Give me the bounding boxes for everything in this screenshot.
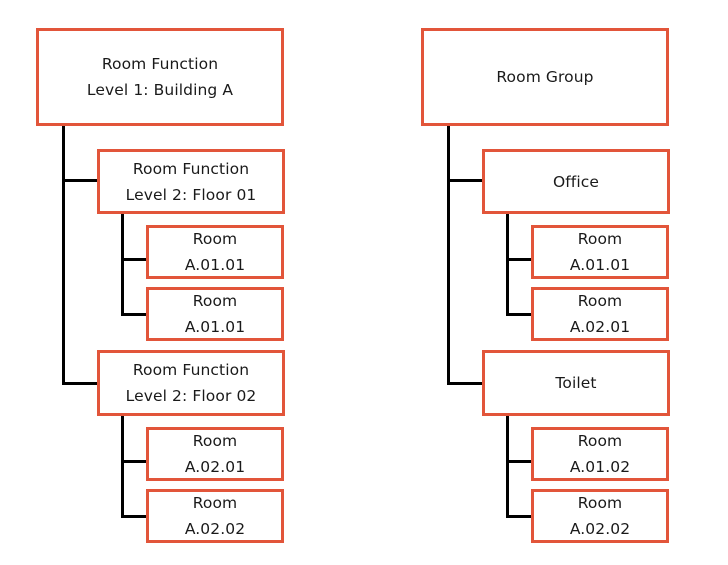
connector-stub-room-a0101-b — [121, 313, 149, 316]
connector-stub-room-a0202 — [121, 515, 149, 518]
connector-stub-toilet — [447, 382, 483, 385]
node-room-a-02-02[interactable]: Room A.02.02 — [146, 489, 284, 543]
node-label: Room Function Level 2: Floor 02 — [125, 361, 257, 405]
node-office-room-a-02-01[interactable]: Room A.02.01 — [531, 287, 669, 341]
node-room-a-02-01[interactable]: Room A.02.01 — [146, 427, 284, 481]
node-label: Room A.02.01 — [184, 432, 246, 476]
node-office[interactable]: Office — [482, 149, 670, 214]
node-label: Toilet — [555, 374, 597, 392]
connector-stub-room-a0201-office — [506, 313, 534, 316]
node-room-group[interactable]: Room Group — [421, 28, 669, 126]
connector-branch-office — [506, 214, 509, 316]
node-toilet[interactable]: Toilet — [482, 350, 670, 416]
node-label: Room A.02.02 — [184, 494, 246, 538]
node-label: Room A.02.01 — [569, 292, 631, 336]
connector-branch-floor-02 — [121, 416, 124, 518]
node-label: Room Function Level 1: Building A — [86, 55, 234, 99]
node-label: Office — [552, 172, 600, 191]
node-room-function-level-1[interactable]: Room Function Level 1: Building A — [36, 28, 284, 126]
connector-stub-floor-01 — [62, 179, 98, 182]
node-room-a-01-01-b[interactable]: Room A.01.01 — [146, 287, 284, 341]
node-label: Room Function Level 2: Floor 01 — [125, 159, 257, 204]
node-room-function-level-2-floor-01[interactable]: Room Function Level 2: Floor 01 — [97, 149, 285, 214]
node-label: Room A.01.01 — [184, 292, 246, 336]
connector-trunk-left — [62, 126, 65, 385]
connector-stub-office — [447, 179, 483, 182]
connector-stub-room-a0102-toilet — [506, 460, 534, 463]
node-room-a-01-01-a[interactable]: Room A.01.01 — [146, 225, 284, 279]
node-label: Room A.02.02 — [569, 494, 631, 538]
node-room-function-level-2-floor-02[interactable]: Room Function Level 2: Floor 02 — [97, 350, 285, 416]
connector-stub-room-a0202-toilet — [506, 515, 534, 518]
connector-stub-room-a0201 — [121, 460, 149, 463]
connector-trunk-right — [447, 126, 450, 385]
node-label: Room A.01.01 — [569, 230, 631, 274]
connector-stub-floor-02 — [62, 382, 98, 385]
connector-stub-room-a0101-office — [506, 258, 534, 261]
node-office-room-a-01-01[interactable]: Room A.01.01 — [531, 225, 669, 279]
node-label: Room Group — [496, 68, 594, 86]
node-label: Room A.01.01 — [184, 230, 246, 274]
node-label: Room A.01.02 — [569, 432, 631, 476]
connector-branch-floor-01 — [121, 214, 124, 316]
node-toilet-room-a-01-02[interactable]: Room A.01.02 — [531, 427, 669, 481]
node-toilet-room-a-02-02[interactable]: Room A.02.02 — [531, 489, 669, 543]
connector-branch-toilet — [506, 416, 509, 518]
connector-stub-room-a0101-a — [121, 258, 149, 261]
